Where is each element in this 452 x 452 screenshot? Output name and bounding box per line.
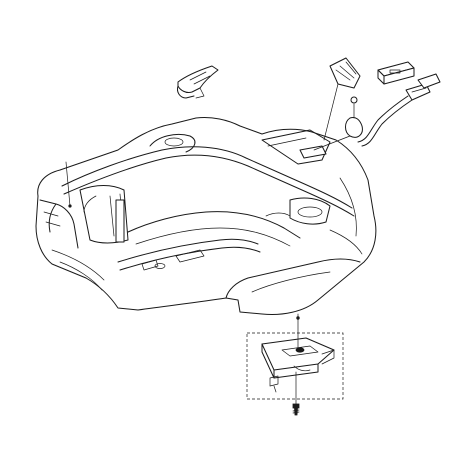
mounting-screw (292, 371, 300, 416)
lower-bracket-with-seal (246, 332, 344, 400)
chassis-body-shell (35, 117, 377, 315)
cable-harness (313, 83, 413, 151)
clip-bracket (177, 65, 219, 99)
left-detail-leader (65, 161, 72, 208)
display-panel-assembly (329, 57, 441, 101)
bracket-leader (296, 313, 300, 353)
